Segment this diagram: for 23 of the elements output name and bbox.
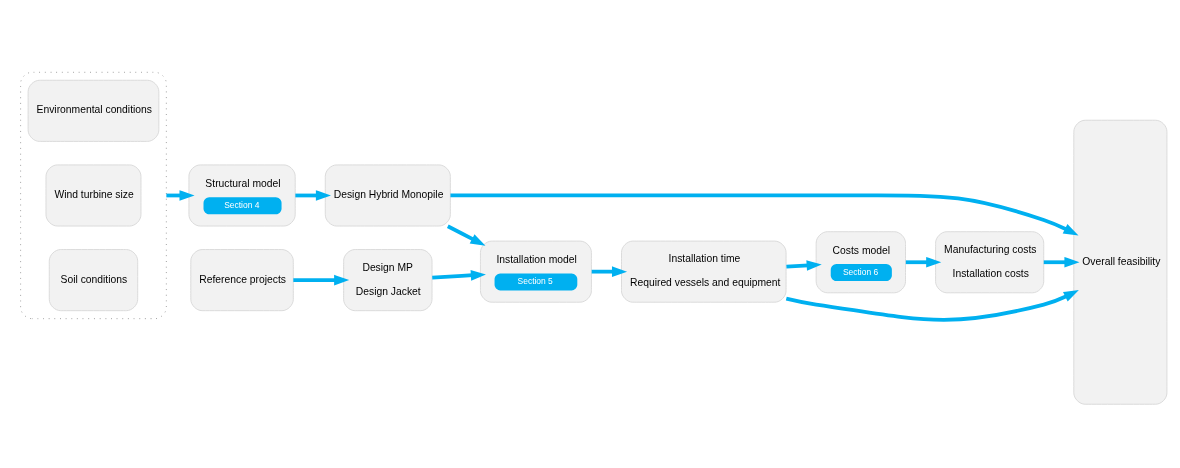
node-box: Installation model Section 5	[479, 240, 592, 303]
node-box: Reference projects	[190, 248, 294, 311]
node-box: Design Hybrid Monopile	[324, 163, 451, 226]
node-box: Wind turbine size	[45, 163, 142, 226]
arrow	[785, 289, 1079, 322]
arrow	[591, 265, 628, 277]
node-box: Manufacturing costs Installation costs	[935, 230, 1045, 293]
node-box: Soil conditions	[48, 248, 139, 311]
arrow	[446, 224, 486, 246]
arrow	[905, 256, 942, 267]
arrow	[450, 193, 1079, 236]
node-box: Structural model Section 4	[188, 163, 296, 226]
arrow	[786, 259, 822, 271]
arrow	[295, 189, 331, 201]
node-box: Installation time Required vessels and equipment	[621, 240, 787, 303]
node-box: Overall feasibility	[1073, 119, 1168, 405]
node-box: Costs model Section 6	[815, 230, 906, 293]
node-box: Environmental conditions	[27, 79, 160, 142]
arrow	[1043, 256, 1080, 267]
cluster	[20, 71, 167, 319]
arrow	[293, 274, 350, 285]
node-box: Design MP Design Jacket	[343, 248, 433, 311]
arrow	[432, 269, 486, 281]
